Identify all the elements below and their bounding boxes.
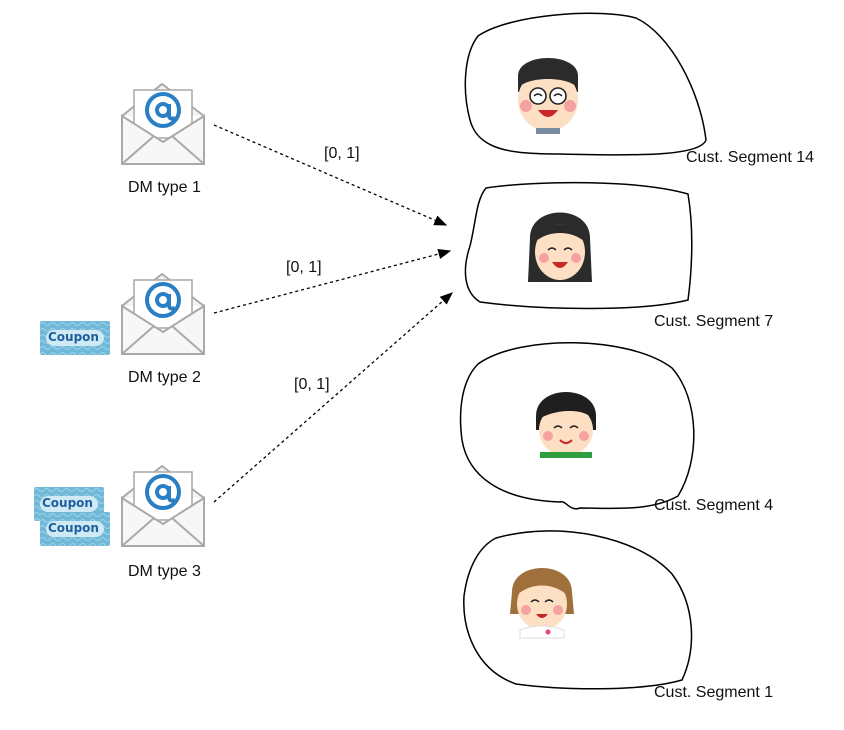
woman-long-hair-icon [528, 212, 592, 282]
dm-type-3-envelope-icon [120, 464, 206, 548]
coupon-label: Coupon [42, 496, 93, 510]
edge-label-dm2: [0, 1] [286, 259, 322, 276]
girl-icon [510, 568, 574, 639]
edge-arrow-dm1 [213, 124, 448, 226]
segment-14-region [464, 12, 707, 156]
segment-1-region [463, 530, 693, 690]
man-with-glasses-icon [518, 58, 578, 134]
segment-7-region [464, 181, 693, 310]
dm-type-2-label: DM type 2 [128, 369, 201, 386]
segment-7-label: Cust. Segment 7 [654, 313, 774, 330]
segment-1-label: Cust. Segment 1 [654, 684, 774, 701]
segment-4-label: Cust. Segment 4 [654, 497, 774, 514]
dm-type-3-label: DM type 3 [128, 563, 201, 580]
dm-type-1-envelope-icon [120, 82, 206, 166]
edge-arrow-dm2 [213, 248, 452, 314]
segment-4-region [459, 341, 695, 510]
edge-label-dm3: [0, 1] [294, 376, 330, 393]
dm-type-1-label: DM type 1 [128, 179, 201, 196]
edge-label-dm1: [0, 1] [324, 145, 360, 162]
dm-type-2-envelope-icon [120, 272, 206, 356]
edge-arrow-dm3 [213, 292, 453, 503]
boy-icon [536, 392, 596, 458]
coupon-label: Coupon [48, 330, 99, 344]
segment-14-label: Cust. Segment 14 [686, 149, 815, 166]
coupon-label: Coupon [48, 521, 99, 535]
